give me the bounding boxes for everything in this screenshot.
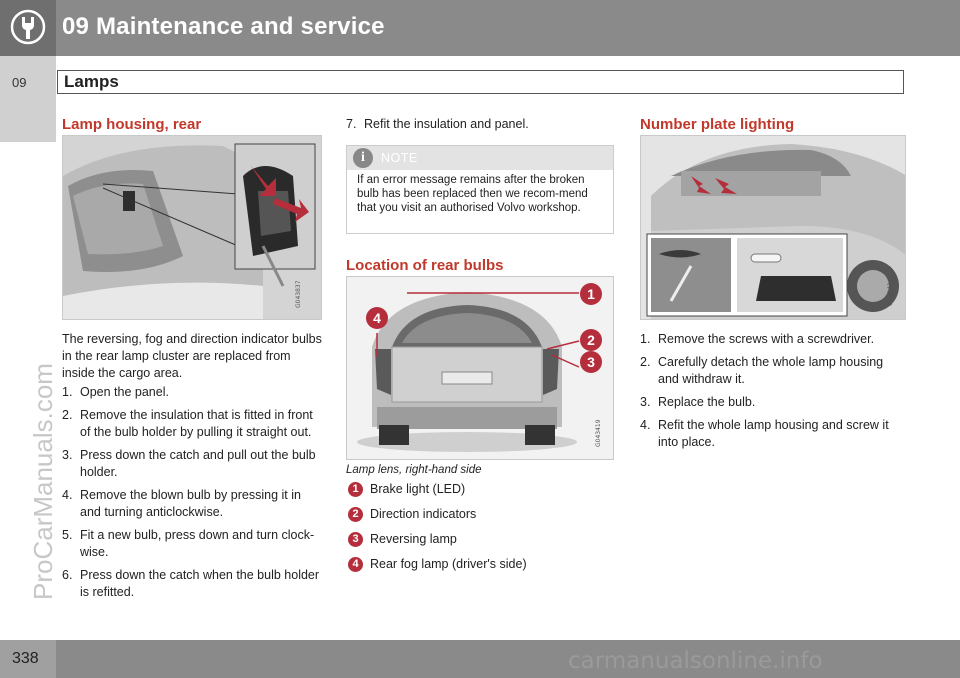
info-icon: i	[353, 148, 373, 168]
callout-badge-3: 3	[580, 351, 602, 373]
note-header: i NOTE	[347, 146, 613, 170]
image-code: G043419	[595, 419, 602, 447]
image-code: G043837	[295, 280, 302, 308]
photo-number-plate: G043424	[640, 135, 906, 320]
step-item: 2.Carefully detach the whole lamp housin…	[640, 355, 884, 386]
callout-badge-1: 1	[580, 283, 602, 305]
chapter-header: 09 Maintenance and service	[0, 0, 960, 56]
lamp-housing-steps: 1.Open the panel. 2.Remove the insulatio…	[62, 384, 322, 607]
page-number: 338	[12, 650, 39, 667]
callout-badge-4: 4	[366, 307, 388, 329]
step-item: 4.Refit the whole lamp housing and screw…	[640, 418, 889, 449]
note-text: If an error message remains after the br…	[357, 174, 588, 214]
heading-number-plate: Number plate lighting	[640, 116, 795, 133]
section-title: Lamps	[64, 72, 119, 91]
step-item: 1.Remove the screws with a screwdriver.	[640, 332, 875, 346]
section-bar: Lamps	[57, 70, 904, 94]
photo-lamp-housing: G043837	[62, 135, 322, 320]
page-footer: 338 carmanualsonline.info	[0, 640, 960, 678]
chapter-number: 09	[12, 75, 27, 90]
heading-lamp-housing: Lamp housing, rear	[62, 116, 202, 133]
chapter-title: 09 Maintenance and service	[62, 13, 385, 40]
note-label: NOTE	[381, 151, 418, 165]
number-plate-steps: 1.Remove the screws with a screwdriver. …	[640, 331, 906, 457]
step-item: 7.Refit the insulation and panel.	[346, 117, 529, 131]
note-box: i NOTE If an error message remains after…	[346, 145, 614, 234]
step-item: 6.Press down the catch when the bulb hol…	[62, 568, 320, 599]
step-item: 3.Replace the bulb.	[640, 395, 756, 409]
page-number-box	[0, 640, 56, 678]
image-caption: Lamp lens, right-hand side	[346, 464, 482, 476]
step-item: 4.Remove the blown bulb by pressing it i…	[62, 488, 301, 519]
heading-rear-bulbs: Location of rear bulbs	[346, 257, 504, 274]
chapter-logo	[0, 0, 56, 56]
footer-watermark: carmanualsonline.info	[568, 648, 823, 674]
step-item: 5.Fit a new bulb, press down and turn cl…	[62, 528, 315, 559]
step-item: 1.Open the panel.	[62, 385, 169, 399]
step-item: 3.Press down the catch and pull out the …	[62, 448, 316, 479]
wrench-icon	[10, 9, 46, 45]
side-watermark: ProCarManuals.com	[28, 363, 58, 600]
refit-step: 7.Refit the insulation and panel.	[346, 116, 614, 139]
callout-badge-2: 2	[580, 329, 602, 351]
step-item: 2.Remove the insulation that is fitted i…	[62, 408, 313, 439]
image-code: G043424	[887, 278, 894, 306]
chapter-tab	[0, 56, 56, 142]
intro-paragraph: The reversing, fog and direction indicat…	[62, 332, 322, 380]
